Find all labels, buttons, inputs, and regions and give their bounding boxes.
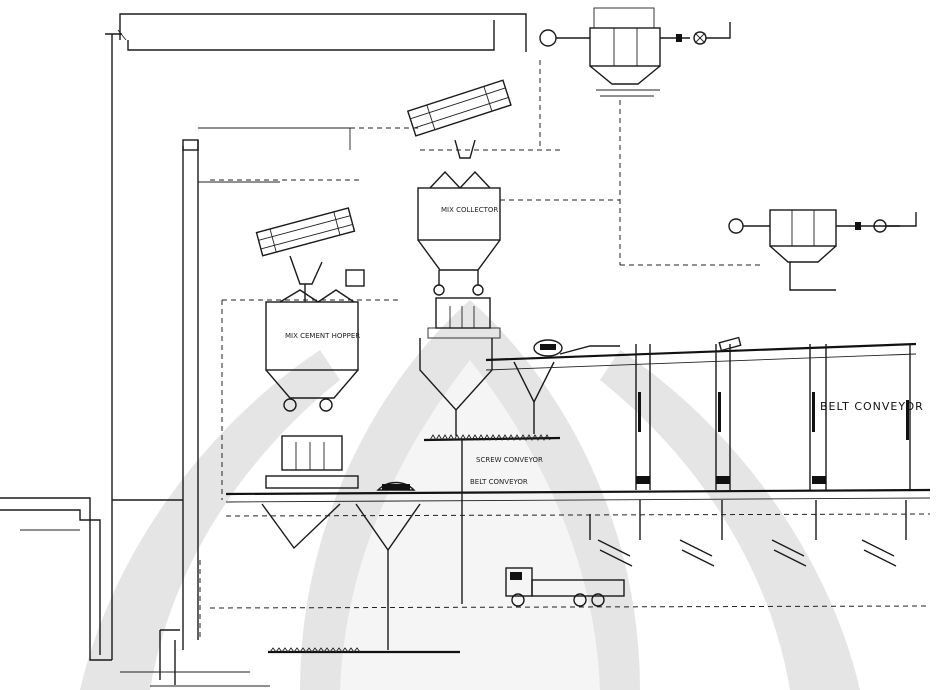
screw-conveyor-label: SCREW CONVEYOR bbox=[476, 456, 543, 464]
main-belt-conveyor bbox=[486, 338, 916, 370]
belt-conveyor-right-label: BELT CONVEYOR bbox=[820, 400, 924, 413]
mix-collector-label: MIX COLLECTOR bbox=[441, 206, 498, 214]
watermark-logo bbox=[80, 300, 860, 690]
vibrating-screen bbox=[256, 208, 364, 302]
dust-collector-right bbox=[729, 210, 916, 290]
dust-collector-top bbox=[540, 8, 730, 96]
mix-collector: MIX COLLECTOR bbox=[418, 100, 760, 295]
mix-screen-upper bbox=[408, 60, 560, 158]
cement-hopper-label: MIX CEMENT HOPPER bbox=[285, 332, 360, 340]
belt-conveyor-mid-label: BELT CONVEYOR bbox=[470, 478, 528, 486]
